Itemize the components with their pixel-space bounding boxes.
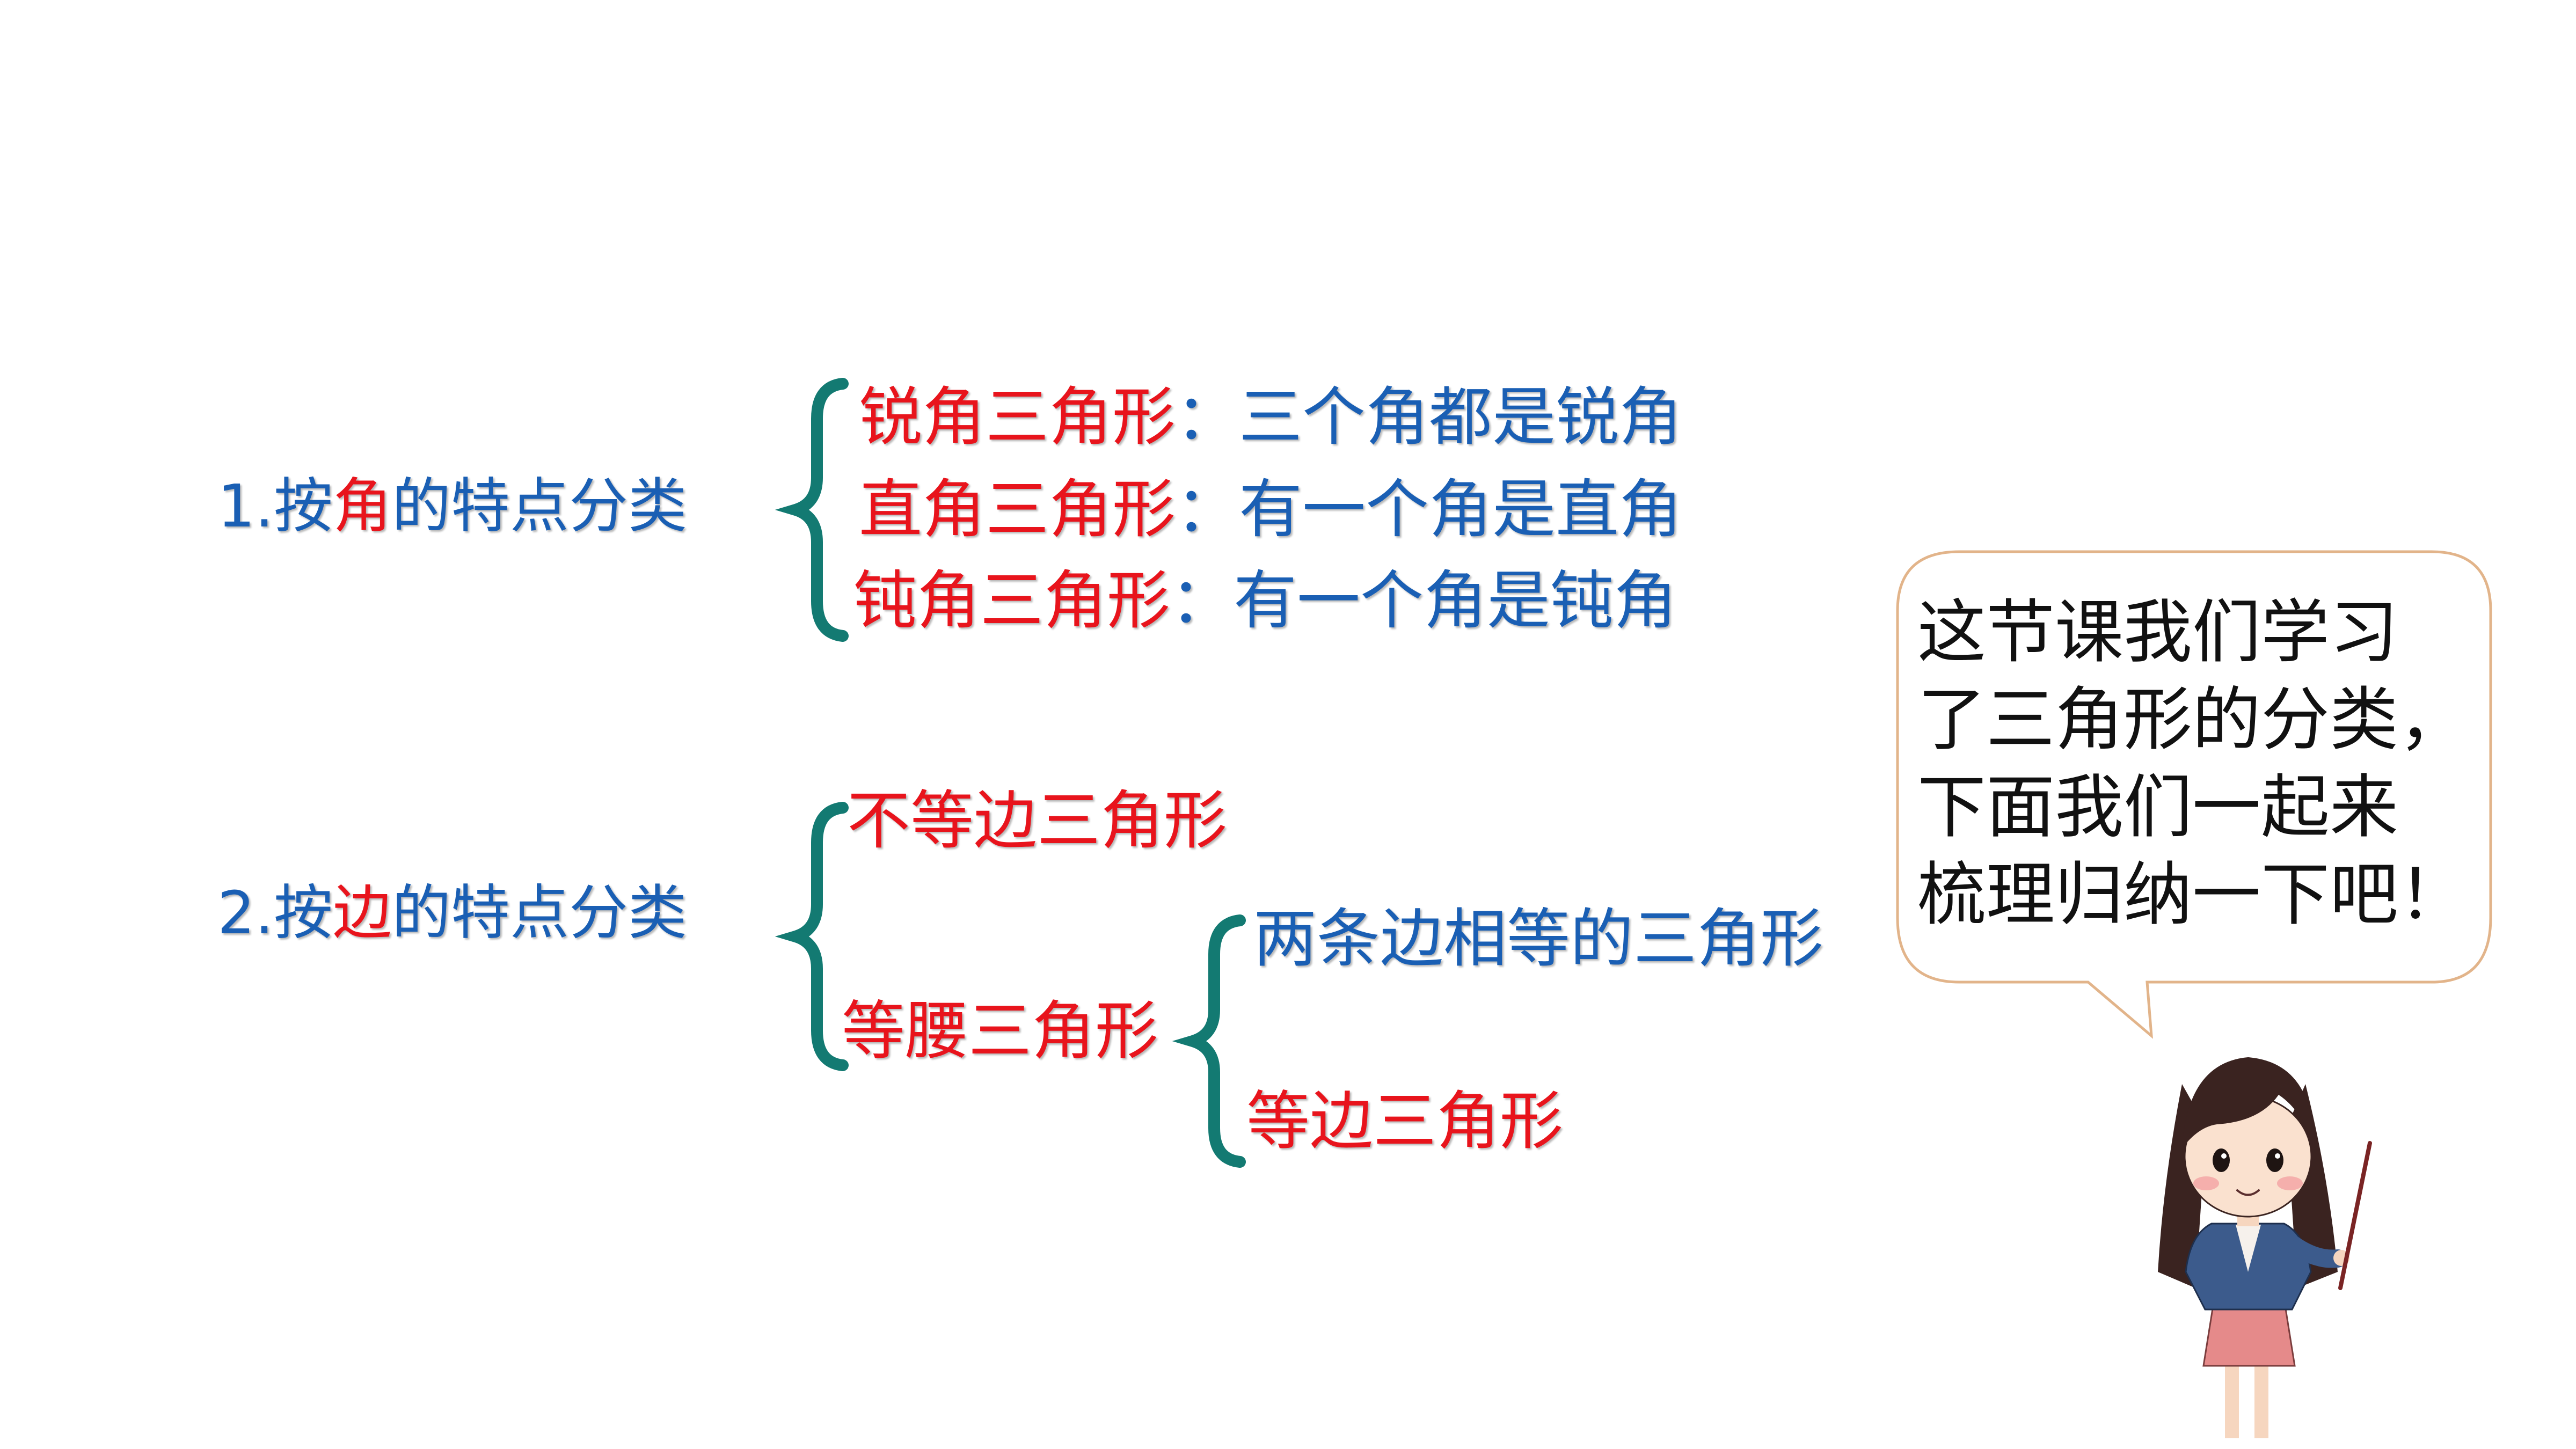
- heading-number: 1.: [217, 472, 274, 540]
- heading-keyword-angle: 角: [332, 472, 392, 540]
- heading-post: 的特点分类: [391, 472, 687, 540]
- heading-pre: 按: [273, 472, 333, 540]
- desc-isosceles-two-sides: 两条边相等的三角形: [1253, 902, 1824, 976]
- heading-by-side: 2.按边的特点分类: [217, 883, 687, 942]
- colon: ：: [1176, 380, 1239, 454]
- term-scalene: 不等边三角形: [847, 784, 1228, 858]
- heading-pre: 按: [273, 879, 333, 947]
- desc-right: 有一个角是直角: [1239, 472, 1683, 546]
- term-acute: 锐角三角形: [859, 380, 1176, 454]
- bubble-line: 梳理归纳一下吧！: [1917, 855, 2468, 935]
- bubble-line: 下面我们一起来: [1917, 767, 2399, 847]
- brace-side: [775, 802, 849, 1071]
- heading-by-angle: 1.按角的特点分类: [217, 477, 687, 536]
- term-right: 直角三角形: [859, 472, 1176, 546]
- term-equilateral: 等边三角形: [1246, 1084, 1564, 1158]
- bubble-line: 了三角形的分类，: [1917, 680, 2468, 760]
- speech-bubble-shape: [1896, 550, 2492, 1039]
- speech-bubble-text: 这节课我们学习 了三角形的分类， 下面我们一起来 梳理归纳一下吧！: [1917, 589, 2467, 939]
- brace-isosceles: [1172, 914, 1246, 1168]
- heading-post: 的特点分类: [391, 879, 687, 947]
- desc-obtuse: 有一个角是钝角: [1234, 564, 1677, 638]
- brace-angle: [775, 378, 849, 642]
- item-right: 直角三角形：有一个角是直角: [859, 478, 1682, 541]
- item-obtuse: 钝角三角形：有一个角是钝角: [853, 569, 1677, 632]
- item-acute: 锐角三角形：三个角都是锐角: [859, 385, 1682, 449]
- heading-number: 2.: [217, 879, 274, 947]
- teacher-illustration: [2158, 1057, 2372, 1438]
- colon: ：: [1170, 564, 1234, 638]
- colon: ：: [1176, 472, 1239, 546]
- bubble-line: 这节课我们学习: [1917, 592, 2399, 672]
- desc-acute: 三个角都是锐角: [1239, 380, 1683, 454]
- term-isosceles: 等腰三角形: [842, 994, 1159, 1068]
- heading-keyword-side: 边: [332, 879, 392, 947]
- term-obtuse: 钝角三角形: [853, 564, 1171, 638]
